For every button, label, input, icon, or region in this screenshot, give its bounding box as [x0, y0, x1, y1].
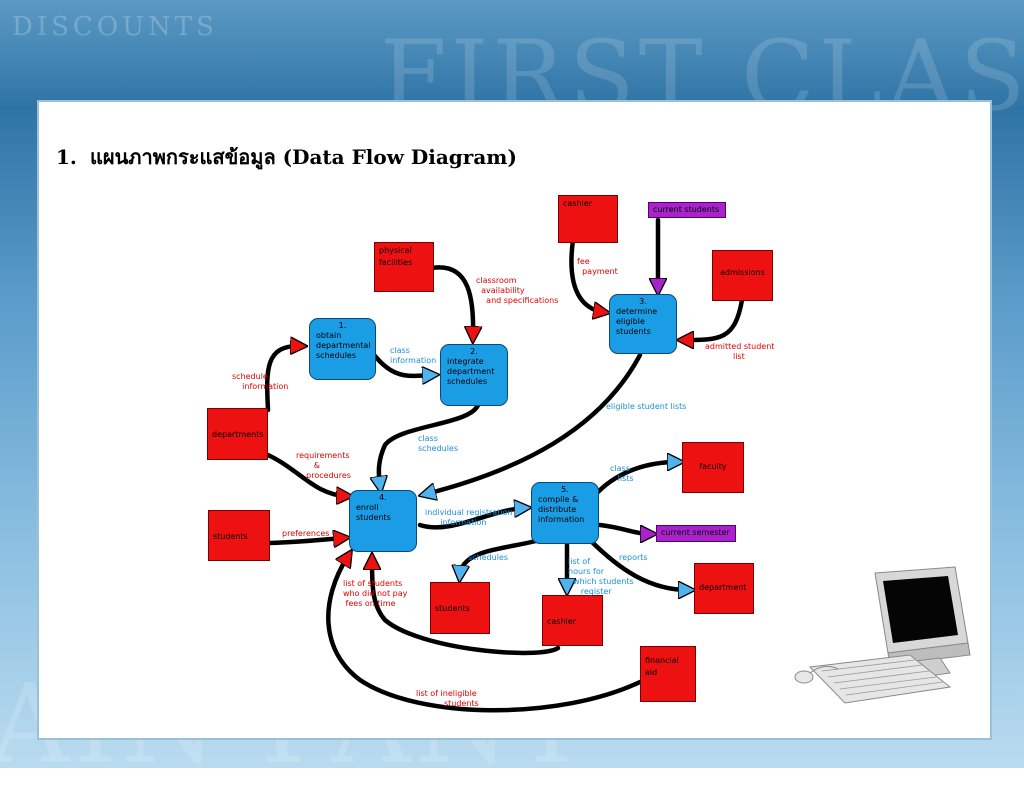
process-number: 5.	[561, 485, 569, 494]
entity-departments: departments	[207, 408, 268, 460]
entity-admissions: admissions	[712, 250, 773, 301]
flow-fee-payment	[569, 237, 603, 312]
label-requirements-procedures: requirements & procedures	[296, 451, 351, 480]
process-4-enroll-students: 4.enroll students	[349, 490, 417, 552]
entity-label: physical facilities	[379, 246, 413, 267]
entity-label: financial aid	[645, 656, 679, 677]
process-label: integrate department schedules	[447, 357, 495, 386]
label-eligible-student-lists: eligible student lists	[606, 402, 687, 411]
label-classroom-availability: classroom availability and specification…	[476, 276, 559, 305]
flow-admitted-student-list	[684, 297, 745, 340]
label-schedule-information: schedule information	[232, 372, 289, 391]
entity-students-bottom: students	[430, 582, 490, 634]
label-list-ineligible: list of ineligible students	[416, 689, 479, 708]
entity-financial-aid: financial aid	[640, 646, 696, 702]
label-individual-registration: individual registration information	[425, 508, 513, 527]
process-5-compile-distribute: 5.compile & distribute information	[531, 482, 599, 544]
entity-cashier-top: cashier	[558, 195, 618, 243]
label-class-information: class information	[390, 346, 437, 365]
process-3-determine-eligible: 3.determine eligible students	[609, 294, 677, 354]
flow-preferences	[267, 538, 343, 543]
label-preferences: preferences	[282, 529, 330, 538]
entity-label: students	[435, 604, 470, 613]
flow-schedule-information	[264, 346, 300, 413]
entity-label: faculty	[699, 462, 727, 471]
entity-department-right: department	[694, 563, 754, 614]
flow-class-lists	[595, 462, 677, 495]
flow-current-semester	[597, 522, 650, 534]
title-number: 1.	[56, 145, 77, 169]
process-number: 1.	[338, 321, 347, 330]
flow-reports	[587, 537, 688, 590]
process-number: 2.	[470, 347, 478, 356]
entity-cashier-bottom: cashier	[542, 595, 603, 646]
process-label: compile & distribute information	[538, 495, 585, 524]
label-admitted-student-list: admitted student list	[705, 342, 775, 361]
slide-title: 1. แผนภาพกระแสข้อมูล (Data Flow Diagram)	[56, 141, 517, 173]
flow-class-information	[372, 353, 432, 376]
process-label: enroll students	[356, 503, 391, 522]
entity-label: students	[213, 532, 248, 541]
entity-label: departments	[212, 430, 264, 439]
flow-individual-registration	[417, 508, 524, 530]
label-fee-payment: fee payment	[577, 257, 618, 276]
label-list-not-pay: list of students who did not pay fees on…	[343, 579, 408, 608]
datastore-current-semester: current semester	[656, 525, 736, 542]
flow-schedules	[460, 537, 543, 575]
entity-label: cashier	[563, 199, 592, 208]
flow-list-ineligible	[326, 556, 643, 713]
data-flow-lines	[264, 217, 745, 713]
process-label: determine eligible students	[616, 307, 658, 336]
label-list-of-hours: list of hours for which students registe…	[568, 557, 634, 596]
flow-classroom-availability	[429, 265, 473, 336]
process-label: obtain departmental schedules	[316, 331, 371, 360]
watermark-discounts: DISCOUNTS	[12, 12, 218, 42]
label-class-schedules: class schedules	[418, 434, 459, 453]
entity-label: department	[699, 583, 747, 592]
datastore-label: current students	[653, 205, 720, 214]
entity-label: admissions	[720, 268, 765, 277]
process-number: 3.	[639, 297, 647, 306]
entity-physical-facilities: physical facilities	[374, 242, 434, 292]
flow-list-not-pay	[372, 560, 561, 656]
slide-content-area	[37, 100, 992, 740]
label-class-lists: class lists	[610, 464, 634, 483]
entity-students-left: students	[208, 510, 270, 561]
flow-class-schedules	[379, 402, 481, 486]
computer-clipart-icon	[794, 566, 971, 704]
label-reports: reports	[619, 553, 648, 562]
entity-faculty: faculty	[682, 442, 744, 493]
process-1-obtain-schedules: 1.obtain departmental schedules	[309, 318, 376, 380]
process-number: 4.	[379, 493, 387, 502]
flow-requirements-procedures	[265, 452, 346, 496]
title-text: แผนภาพกระแสข้อมูล (Data Flow Diagram)	[90, 145, 517, 169]
datastore-label: current semester	[661, 528, 730, 537]
process-2-integrate-schedules: 2.integrate department schedules	[440, 344, 508, 406]
datastore-current-students: current students	[648, 202, 726, 218]
label-schedules: schedules	[468, 553, 509, 562]
entity-label: cashier	[547, 617, 576, 626]
flow-eligible-student-lists	[426, 352, 643, 494]
